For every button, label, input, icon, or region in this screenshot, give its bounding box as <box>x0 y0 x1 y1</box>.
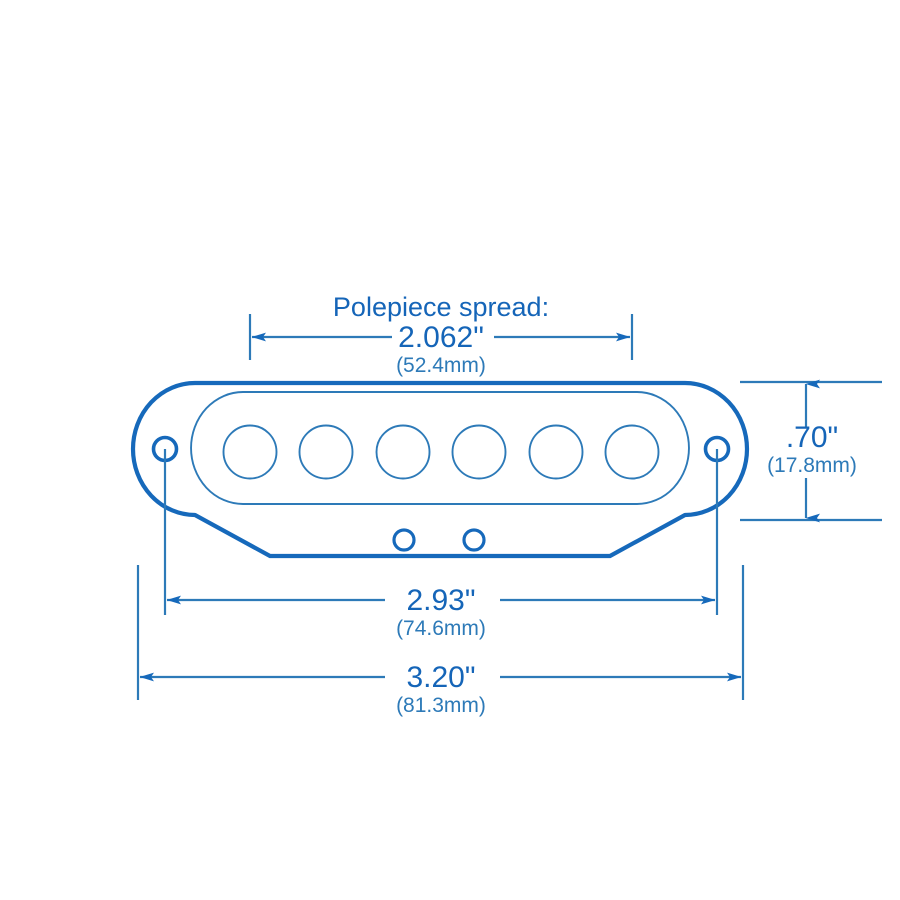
polepiece-1 <box>222 424 278 480</box>
polepiece-group <box>222 424 660 480</box>
pickup-body-group <box>130 380 750 559</box>
dimension-mounting-spread: 2.93" (74.6mm) <box>166 584 716 640</box>
dimension-overall-width: 3.20" (81.3mm) <box>139 661 742 717</box>
overall-width-mm: (81.3mm) <box>396 694 486 717</box>
pickup-outer-outline <box>130 380 750 559</box>
pickup-inner-outline <box>190 391 690 505</box>
height-inches: .70" <box>786 421 838 454</box>
mounting-spread-inches: 2.93" <box>406 584 475 617</box>
polepiece-2 <box>298 424 354 480</box>
lead-hole-left <box>392 528 416 552</box>
lead-hole-right <box>462 528 486 552</box>
polepiece-6 <box>604 424 660 480</box>
mounting-spread-mm: (74.6mm) <box>396 617 486 640</box>
dimension-polepiece-spread: Polepiece spread: 2.062" (52.4mm) <box>251 292 631 377</box>
height-mm: (17.8mm) <box>767 454 857 477</box>
polepiece-5 <box>528 424 584 480</box>
polepiece-spread-mm: (52.4mm) <box>396 354 486 377</box>
polepiece-3 <box>375 424 431 480</box>
overall-width-inches: 3.20" <box>406 661 475 694</box>
polepiece-spread-inches: 2.062" <box>398 321 484 354</box>
dimension-height: .70" (17.8mm) <box>767 379 857 523</box>
polepiece-4 <box>451 424 507 480</box>
polepiece-spread-caption: Polepiece spread: <box>333 292 549 322</box>
